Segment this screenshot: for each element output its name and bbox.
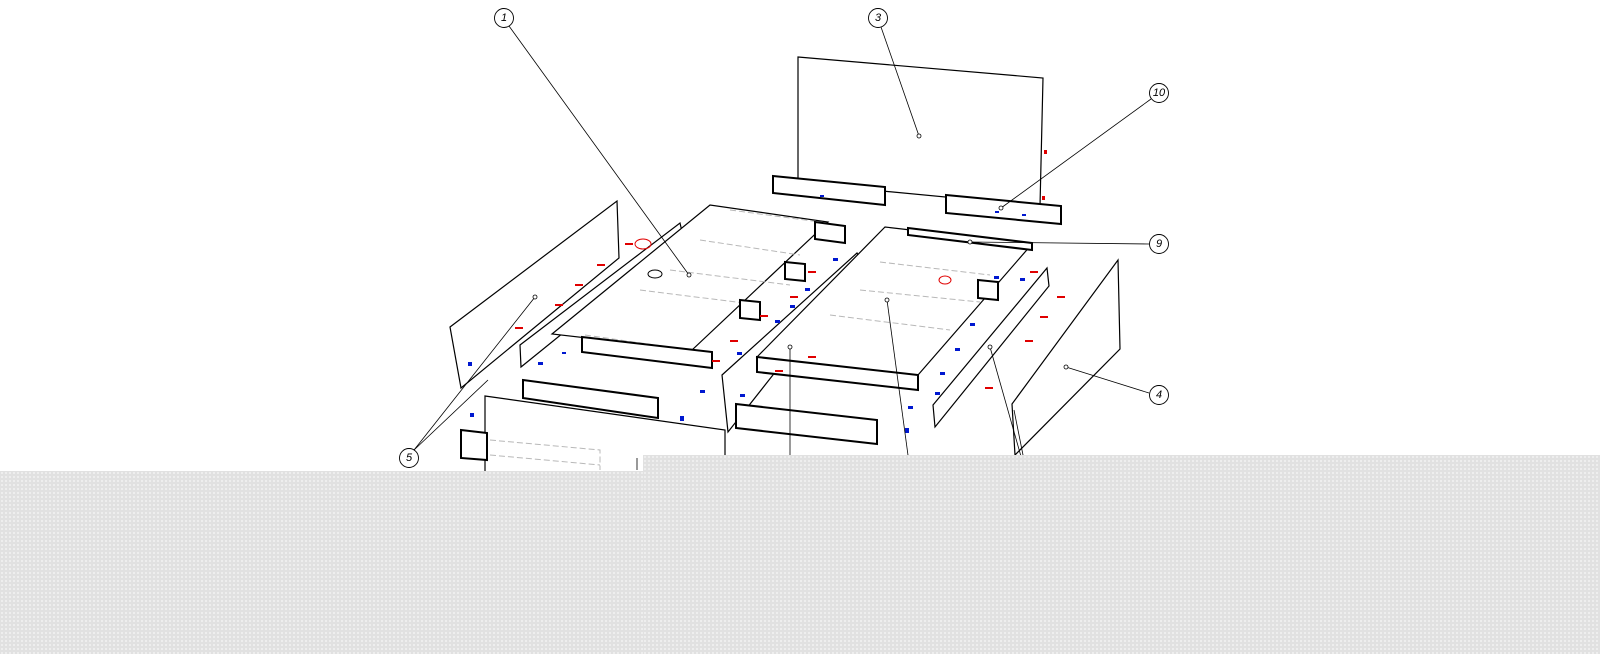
callout-5: 5 <box>399 448 419 468</box>
fasteners-red <box>515 243 1065 389</box>
svg-text:1: 1 <box>501 12 507 24</box>
callout-9: 9 <box>1149 234 1169 254</box>
callout-10: 10 <box>1149 83 1169 103</box>
callout-3: 3 <box>868 8 888 28</box>
left-shelf <box>522 204 846 420</box>
gray-overlay-left <box>0 471 643 654</box>
svg-text:10: 10 <box>1153 87 1166 99</box>
back-panel <box>772 56 1062 226</box>
gray-overlay-right <box>643 455 1600 654</box>
svg-text:5: 5 <box>406 452 413 464</box>
svg-text:9: 9 <box>1156 238 1162 250</box>
svg-text:4: 4 <box>1156 389 1162 401</box>
callout-1: 1 <box>494 8 514 28</box>
callout-4: 4 <box>1149 385 1169 405</box>
fasteners-blue <box>468 258 1025 433</box>
right-side-panel <box>1011 258 1121 457</box>
leader-lines <box>413 25 1152 471</box>
svg-text:3: 3 <box>875 12 882 24</box>
right-shelf <box>735 226 1034 446</box>
